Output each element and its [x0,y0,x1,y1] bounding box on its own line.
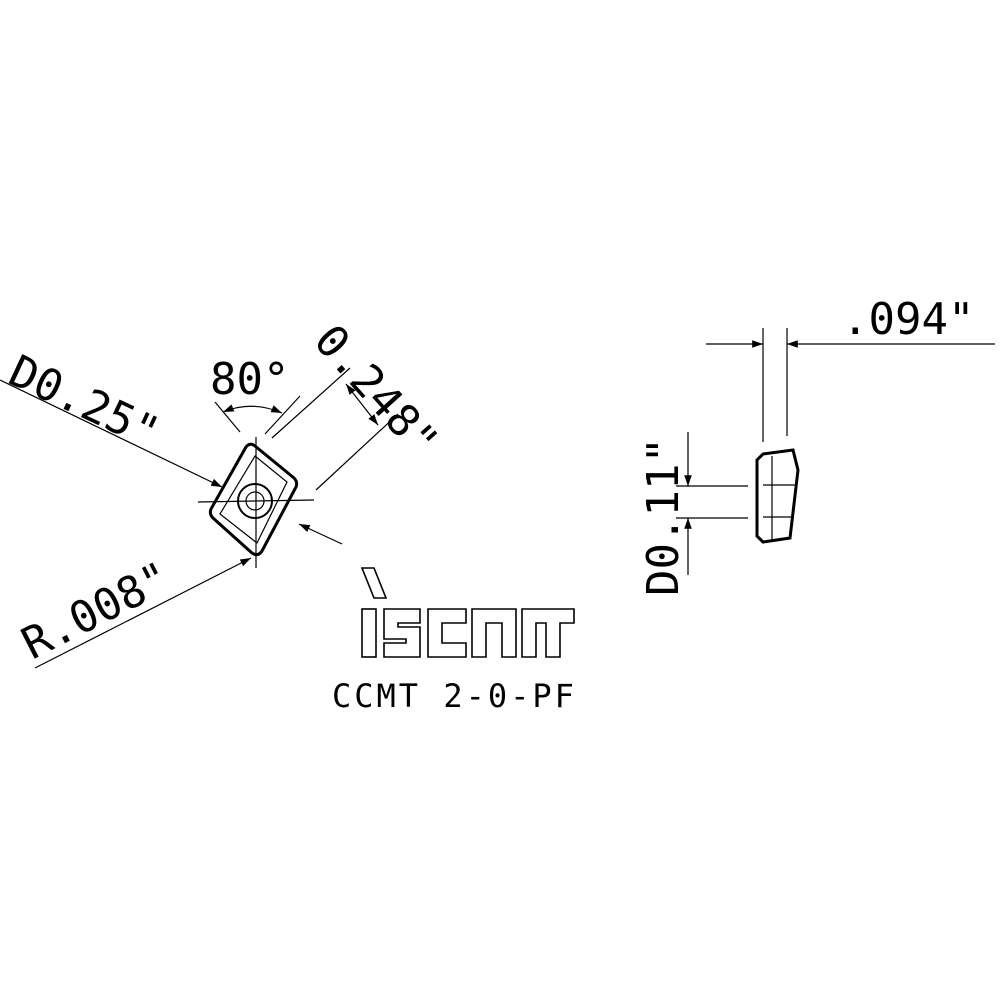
thickness-callout: .094" [706,294,995,442]
inscribed-callout: 0.248" [271,315,448,491]
inscribed-ext-2 [315,413,399,491]
iscar-logo [360,567,575,658]
insert-inner-edge [219,455,288,544]
logo-c [427,608,467,658]
corner-radius-label: R.008" [14,552,179,670]
insert-outline [208,442,299,557]
bore-callout: D0.11" [638,432,748,596]
inscribed-dim-line [345,383,379,426]
angle-arc [222,404,283,414]
radius-leader [34,557,252,669]
bore-diameter-label: D0.11" [638,437,689,596]
logo-a [471,608,517,658]
corner-radius-callout: R.008" [14,523,343,670]
inscribed-label: 0.248" [304,315,448,467]
angle-ext-right [264,395,301,435]
part-code: CCMT 2-0-PF [332,677,577,715]
insert-side-view [755,448,800,544]
hole-diameter-label: D0.25" [1,346,167,459]
logo-i [361,608,377,658]
thickness-label: .094" [842,294,974,345]
hole-diameter-callout: D0.25" [0,346,223,488]
logo-r [521,608,575,658]
angle-label: 80° [210,354,289,405]
logo-dot [360,567,388,599]
insert-top-view [197,437,315,568]
hole-diameter-leader [0,379,223,488]
angle-callout: 80° [210,354,301,435]
inscribed-ext-1 [271,367,351,439]
logo-s [383,608,421,658]
centerline-horizontal [197,499,315,503]
angle-ext-left [214,401,241,433]
radius-arrow-right [298,523,343,545]
side-outline [755,448,800,544]
